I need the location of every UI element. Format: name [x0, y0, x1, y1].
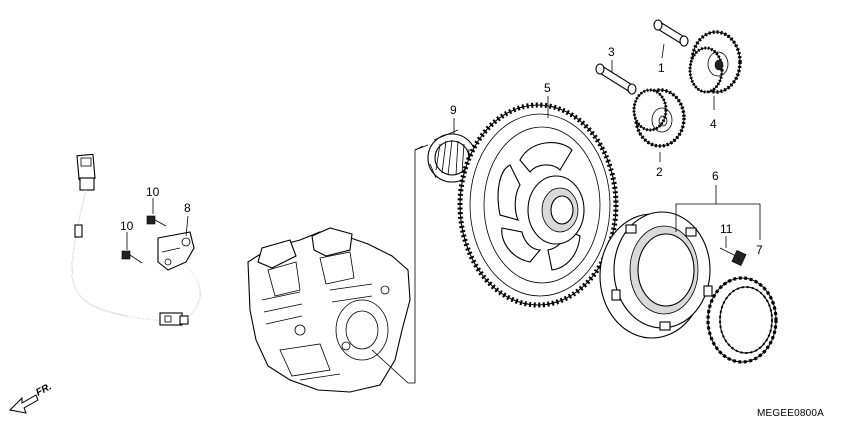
callout-labels: 1 2 3 4 5 6 7 8 9 10 10 11 — [120, 45, 763, 257]
callout-5: 5 — [544, 81, 551, 95]
front-arrow-icon — [8, 394, 39, 414]
bolt-part-11 — [719, 247, 747, 266]
callout-11: 11 — [720, 222, 733, 236]
figure-code: MEGEE0800A — [757, 408, 824, 419]
callout-7: 7 — [756, 243, 763, 257]
bolt-part-10-upper — [146, 215, 167, 227]
engine-bracket-line — [408, 144, 429, 384]
driven-gear-part-5 — [457, 102, 619, 308]
callout-6: 6 — [712, 169, 719, 183]
clutch-outer-part-6 — [599, 211, 713, 339]
sensor-harness — [71, 153, 201, 326]
shaft-part-1 — [653, 19, 689, 47]
callout-2: 2 — [656, 165, 663, 179]
bolt-part-10-lower — [121, 250, 143, 264]
front-label: FR. — [34, 381, 53, 398]
front-direction-indicator: FR. — [8, 381, 54, 414]
callout-1: 1 — [658, 61, 665, 75]
needle-bearing-part-9 — [427, 129, 477, 183]
leader-lines — [126, 43, 761, 250]
callout-9: 9 — [450, 103, 457, 117]
gear-part-2 — [632, 88, 686, 148]
gear-part-4 — [688, 30, 742, 94]
callout-3: 3 — [608, 45, 615, 59]
shaft-part-3 — [595, 63, 637, 95]
callout-10-upper: 10 — [146, 185, 160, 199]
callout-4: 4 — [710, 117, 717, 131]
sensor-part-8 — [157, 231, 195, 271]
callout-10-lower: 10 — [120, 219, 134, 233]
oneway-clutch-part-7 — [706, 276, 778, 364]
engine-crankcase — [247, 227, 411, 393]
callout-8: 8 — [184, 201, 191, 215]
